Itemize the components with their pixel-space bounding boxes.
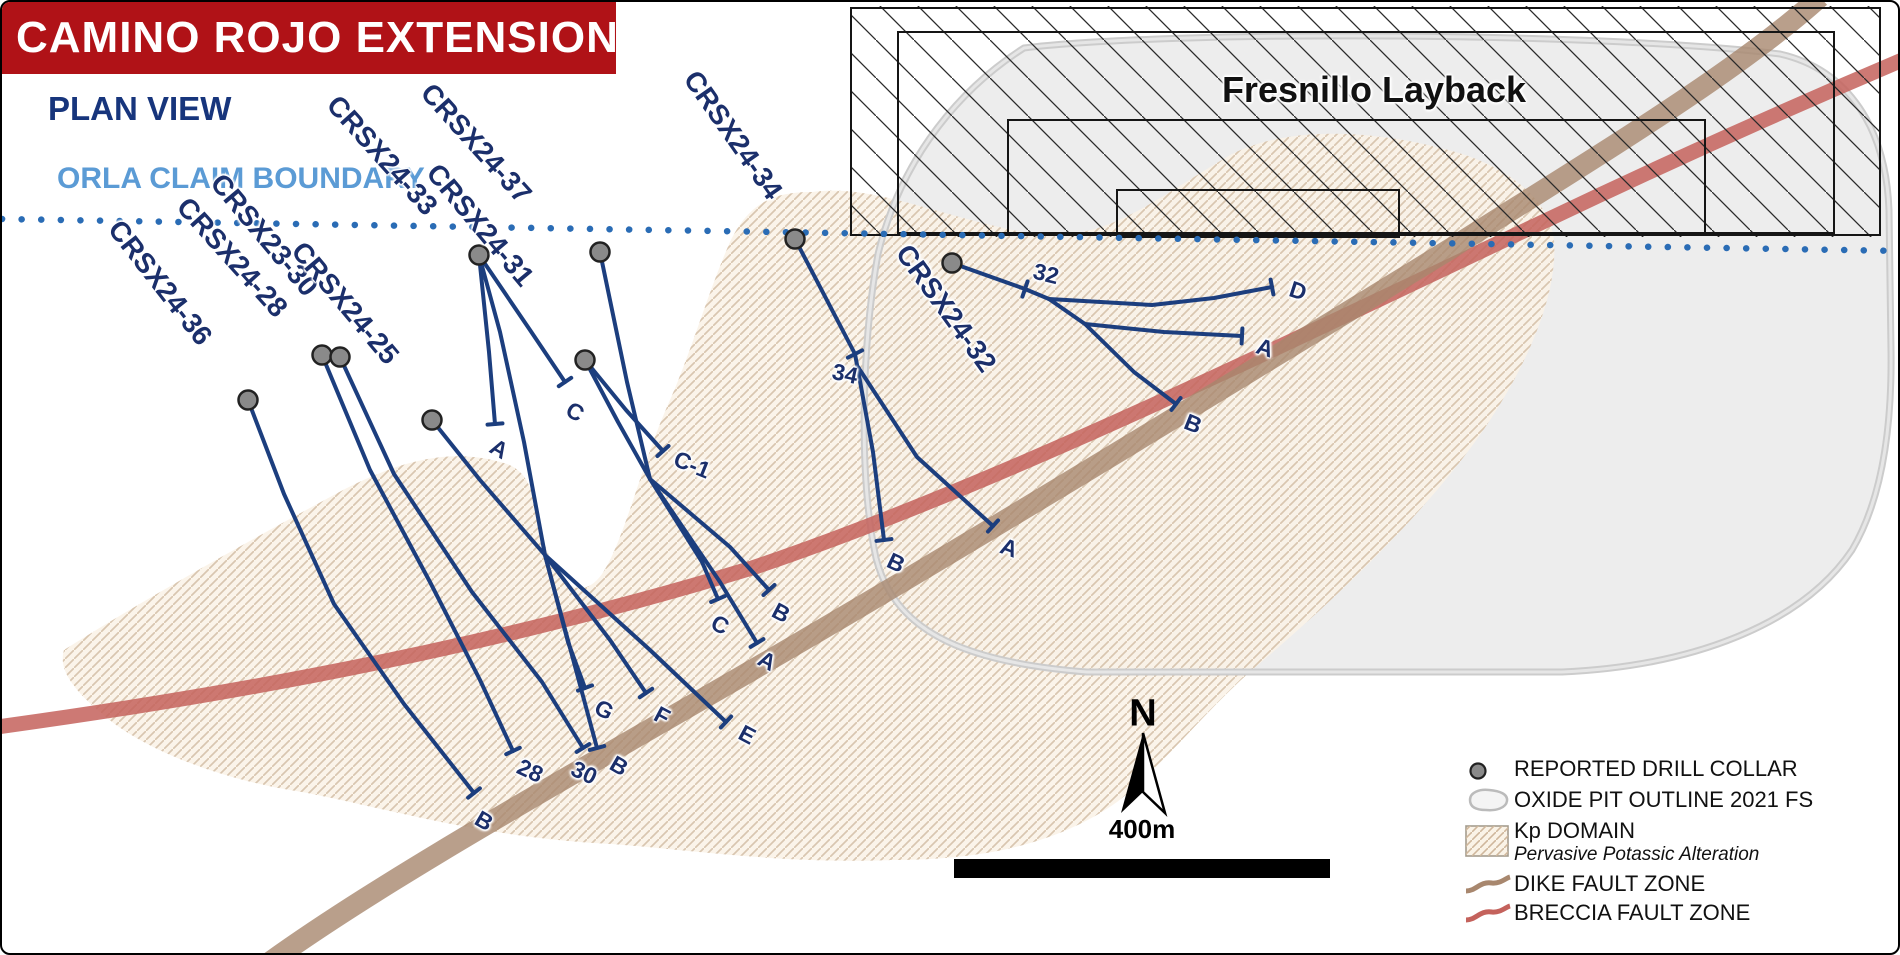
- plan-view-label: PLAN VIEW: [48, 90, 232, 127]
- fresnillo-hatch: [851, 6, 1880, 237]
- legend-label: REPORTED DRILL COLLAR: [1514, 756, 1798, 781]
- drill-trace: [583, 358, 652, 481]
- drill-endpoint-tick: [1169, 396, 1183, 412]
- drill-endpoint-tick: [637, 686, 655, 700]
- legend-row-kp-domain: Kp DOMAIN Pervasive Potassic Alteration: [1464, 816, 1759, 868]
- drill-collar: [311, 344, 333, 366]
- drill-depth-tick: [845, 348, 865, 360]
- drill-trace: [543, 553, 648, 695]
- drill-trace: [543, 553, 599, 750]
- drill-depth-tick: [1020, 279, 1030, 299]
- drill-collar: [329, 346, 351, 368]
- legend-row-pit-outline: OXIDE PIT OUTLINE 2021 FS: [1464, 785, 1813, 815]
- drill-trace: [477, 253, 567, 384]
- kp-domain-icon: [1464, 816, 1514, 868]
- drill-endpoint-tick: [1239, 326, 1245, 346]
- pit-outline-icon: [1464, 785, 1514, 815]
- drill-trace: [1047, 285, 1274, 307]
- drill-collar: [784, 228, 806, 250]
- drill-endpoint-tick: [466, 786, 482, 800]
- legend-row-drill-collar: REPORTED DRILL COLLAR: [1464, 756, 1798, 782]
- legend-label: OXIDE PIT OUTLINE 2021 FS: [1514, 787, 1814, 812]
- drill-trace: [583, 358, 665, 453]
- drill-collar: [941, 252, 963, 274]
- kp-domain-hatch: [62, 133, 1555, 861]
- drill-endpoint-tick: [655, 443, 671, 459]
- dike-fault-icon: [1464, 873, 1514, 895]
- legend-label: DIKE FAULT ZONE: [1514, 871, 1706, 896]
- drill-trace: [648, 477, 771, 592]
- drill-collar-icon: [1464, 756, 1514, 782]
- drill-trace: [856, 365, 995, 528]
- legend-row-breccia-fault: BRECCIA FAULT ZONE: [1464, 900, 1750, 926]
- drill-collar: [421, 409, 443, 431]
- drill-trace: [430, 418, 547, 557]
- drill-endpoint-tick: [587, 744, 607, 752]
- drill-endpoint-tick: [748, 637, 766, 649]
- scalebar-label: 400m: [1108, 814, 1176, 844]
- drill-trace: [1083, 322, 1178, 406]
- legend-label: BRECCIA FAULT ZONE: [1514, 900, 1751, 925]
- drill-trace: [648, 477, 759, 645]
- north-arrow-icon: [1121, 732, 1168, 818]
- drill-trace: [1047, 297, 1244, 338]
- fresnillo-layback-label: Fresnillo Layback: [1221, 69, 1527, 110]
- orla-claim-boundary-line: [2, 215, 1898, 255]
- drill-endpoint-tick: [709, 594, 727, 604]
- drill-endpoint-label: 34: [829, 358, 861, 389]
- drill-collar: [237, 389, 259, 411]
- drill-trace: [543, 553, 728, 724]
- drill-endpoint-tick: [574, 742, 592, 754]
- fresnillo-bench-box: [897, 31, 1835, 234]
- legend-row-dike-fault: DIKE FAULT ZONE: [1464, 871, 1705, 897]
- breccia-fault-icon: [1464, 902, 1514, 924]
- drill-trace: [246, 398, 476, 795]
- drill-trace: [320, 353, 515, 753]
- fresnillo-bench-box: [1116, 189, 1400, 238]
- north-label: N: [1129, 692, 1157, 735]
- drill-endpoint-tick: [985, 518, 1001, 534]
- scalebar: [954, 859, 1330, 878]
- drill-collar: [574, 349, 596, 371]
- drill-endpoint-tick: [504, 745, 522, 757]
- legend-label: Kp DOMAIN: [1514, 818, 1636, 843]
- drill-collar: [589, 241, 611, 263]
- drill-trace: [477, 253, 547, 557]
- drill-endpoint-tick: [718, 714, 734, 730]
- title-banner: CAMINO ROJO EXTENSION: [2, 2, 618, 74]
- drill-endpoint-tick: [761, 582, 777, 598]
- drill-endpoint-tick: [556, 375, 574, 389]
- drill-trace: [793, 237, 886, 542]
- drill-trace: [598, 250, 652, 481]
- drill-endpoint-tick: [874, 537, 894, 543]
- drill-collar: [468, 244, 490, 266]
- drill-endpoint-tick: [1268, 277, 1276, 297]
- claim-boundary-label: ORLA CLAIM BOUNDARY: [57, 162, 425, 195]
- drill-trace: [338, 355, 585, 750]
- legend-sublabel: Pervasive Potassic Alteration: [1514, 844, 1760, 865]
- drill-endpoint-tick: [485, 421, 505, 427]
- fresnillo-bench-box: [1007, 119, 1706, 236]
- drill-trace: [477, 253, 497, 426]
